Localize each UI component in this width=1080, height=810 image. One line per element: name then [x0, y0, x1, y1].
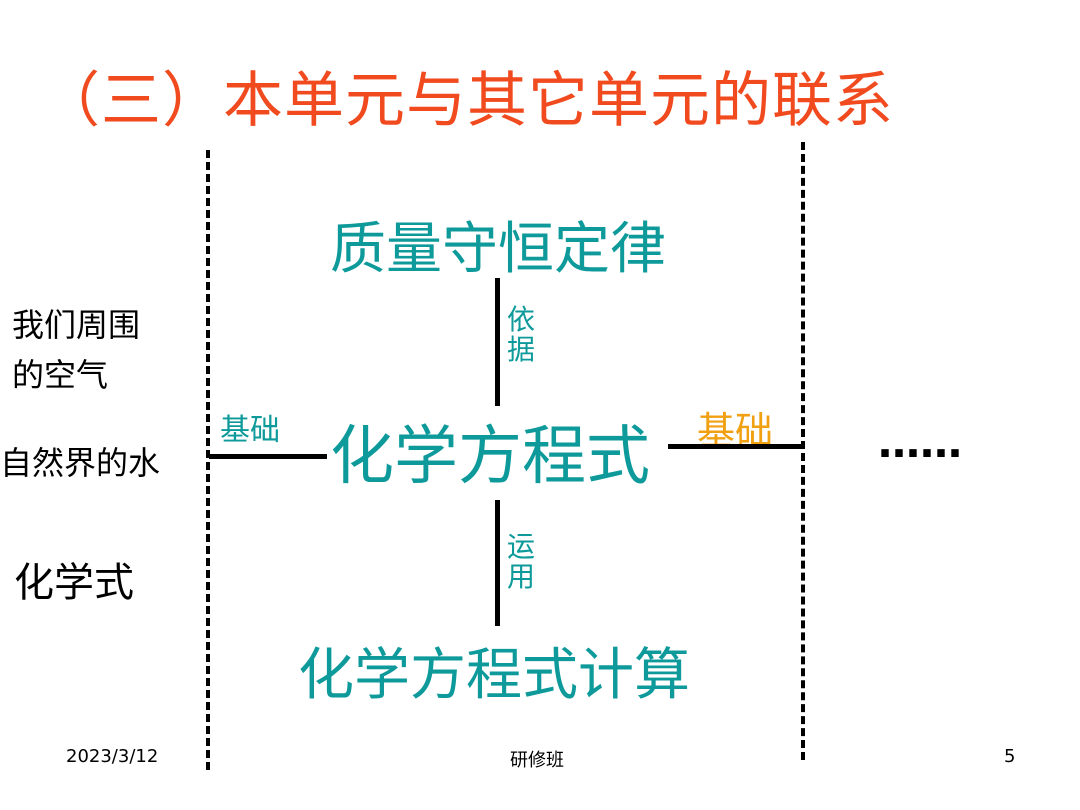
connector-bottom [495, 500, 500, 626]
left-divider [206, 150, 210, 770]
right-connector [668, 444, 804, 449]
ellipsis-more: …… [878, 418, 962, 467]
left-item-air-line1: 我们周围 [12, 306, 141, 344]
footer-date: 2023/3/12 [66, 746, 159, 767]
left-item-water: 自然界的水 [0, 444, 161, 482]
node-mass-conservation: 质量守恒定律 [330, 217, 666, 282]
footer-page-number: 5 [1004, 746, 1016, 767]
slide-title: （三）本单元与其它单元的联系 [40, 66, 894, 136]
node-chemical-equation: 化学方程式 [330, 420, 650, 494]
left-item-air-line2: 的空气 [12, 356, 109, 394]
left-item-formula: 化学式 [14, 560, 134, 606]
label-basis-top: 依据 [505, 305, 537, 365]
label-yiju: 依据 [506, 303, 535, 366]
left-connector [209, 454, 327, 459]
label-apply: 运用 [506, 530, 535, 593]
footer-center-text: 研修班 [510, 750, 564, 771]
connector-top [495, 278, 500, 406]
right-divider [801, 142, 805, 760]
node-equation-calculation: 化学方程式计算 [298, 643, 690, 708]
left-link-label: 基础 [220, 413, 280, 448]
